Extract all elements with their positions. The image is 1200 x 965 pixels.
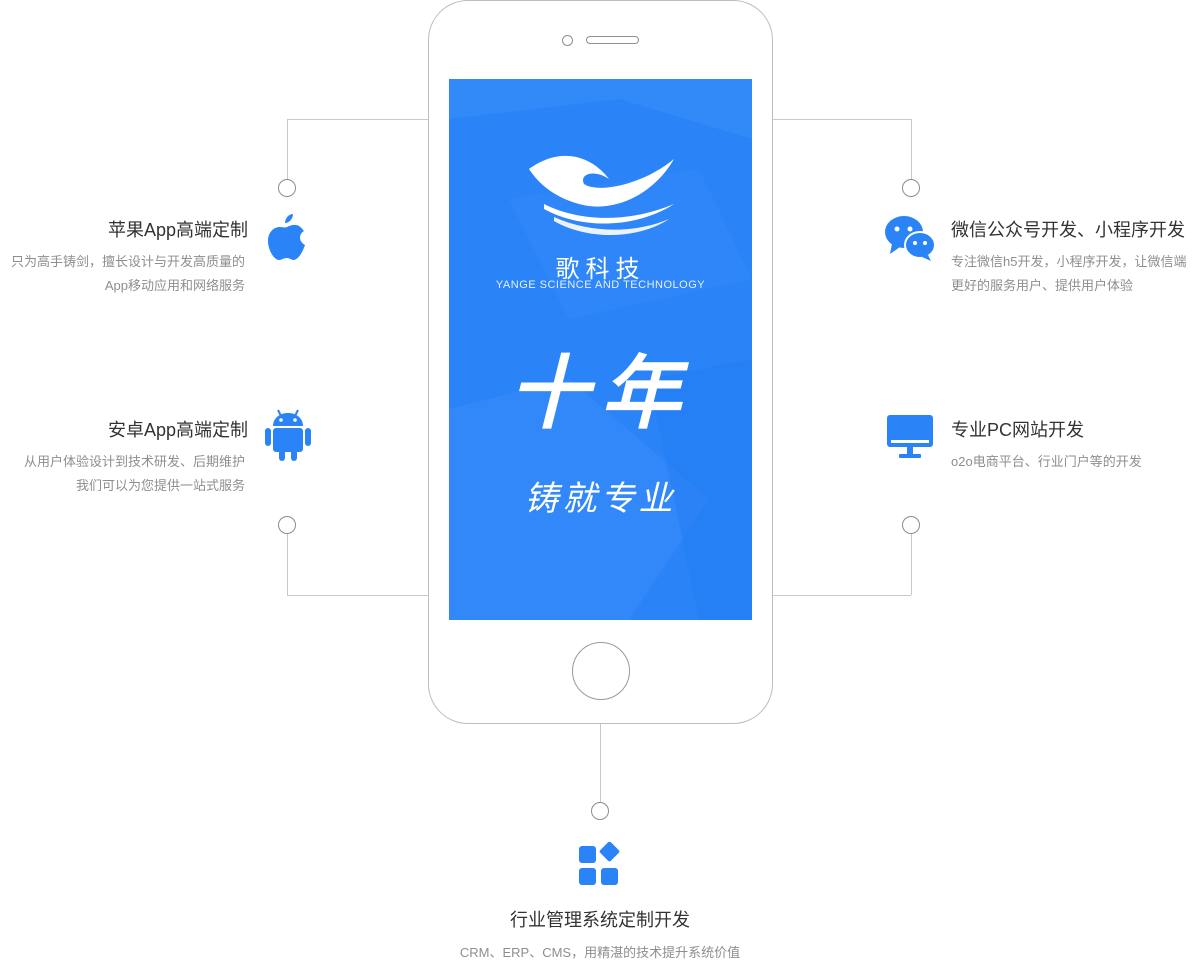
brand-english-name: YANGE SCIENCE AND TECHNOLOGY bbox=[495, 279, 706, 291]
feature-android-title: 安卓App高端定制 bbox=[107, 420, 248, 440]
feature-system-desc: CRM、ERP、CMS，用精湛的技术提升系统价值 bbox=[459, 945, 741, 960]
feature-ios-title: 苹果App高端定制 bbox=[107, 220, 248, 240]
feature-android-desc: 从用户体验设计到技术研发、后期维护 bbox=[23, 454, 245, 469]
connector-line bbox=[287, 595, 428, 596]
feature-wechat-desc: 更好的服务用户、提供用户体验 bbox=[951, 278, 1134, 293]
feature-wechat-title: 微信公众号开发、小程序开发 bbox=[951, 220, 1185, 240]
phone-speaker bbox=[586, 36, 639, 44]
connector-line bbox=[287, 119, 288, 179]
feature-pc-desc: o2o电商平台、行业门户等的开发 bbox=[951, 454, 1142, 469]
connector-line bbox=[911, 119, 912, 179]
connector-node bbox=[902, 179, 920, 197]
connector-line bbox=[773, 595, 911, 596]
monitor-icon bbox=[887, 415, 933, 458]
slogan-sub: 铸就专业 bbox=[524, 479, 677, 519]
phone-screen: 歌科技 YANGE SCIENCE AND TECHNOLOGY 十年 铸就专业 bbox=[449, 79, 752, 620]
connector-node bbox=[278, 179, 296, 197]
feature-system-title: 行业管理系统定制开发 bbox=[510, 910, 690, 930]
feature-ios-desc: App移动应用和网络服务 bbox=[104, 278, 245, 293]
slogan-main: 十年 bbox=[508, 346, 693, 440]
brand-logo-icon bbox=[529, 155, 674, 236]
wechat-icon bbox=[885, 216, 936, 261]
screen-background-shapes bbox=[449, 79, 752, 620]
connector-line bbox=[911, 534, 912, 595]
feature-ios-desc: 只为高手铸剑，擅长设计与开发高质量的 bbox=[10, 254, 245, 269]
connector-node bbox=[902, 516, 920, 534]
feature-android-desc: 我们可以为您提供一站式服务 bbox=[75, 478, 245, 493]
connector-line bbox=[287, 534, 288, 595]
connector-line bbox=[773, 119, 911, 120]
phone-camera bbox=[562, 35, 573, 46]
connector-node bbox=[278, 516, 296, 534]
android-icon bbox=[265, 409, 311, 461]
connector-line bbox=[600, 724, 601, 802]
phone-home-button bbox=[572, 642, 630, 700]
apple-icon bbox=[268, 214, 305, 260]
brand-name: 歌科技 bbox=[555, 256, 646, 283]
feature-pc-title: 专业PC网站开发 bbox=[951, 420, 1085, 440]
apps-icon bbox=[579, 842, 620, 885]
connector-line bbox=[287, 119, 428, 120]
feature-wechat-desc: 专注微信h5开发，小程序开发，让微信端 bbox=[951, 254, 1187, 269]
connector-node bbox=[591, 802, 609, 820]
